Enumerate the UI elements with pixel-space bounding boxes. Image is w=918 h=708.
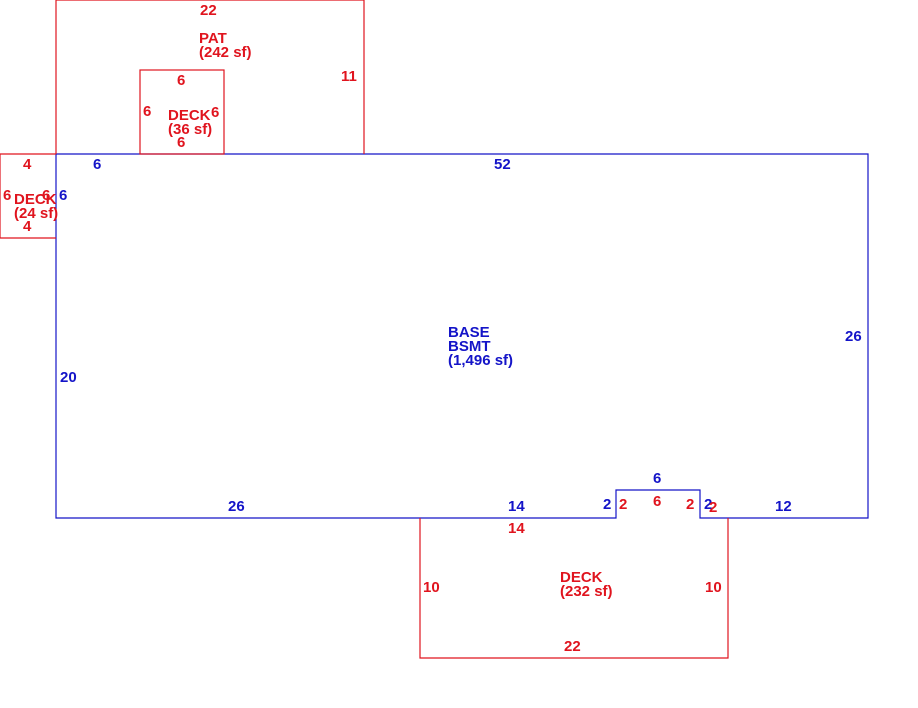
- patio-dim-right: 11: [341, 68, 357, 85]
- deck-bottom-notch-right-b: 2: [709, 499, 717, 516]
- patio-dim-top: 22: [200, 2, 217, 19]
- deck-top-dim-left: 6: [143, 103, 151, 120]
- base-dim-bottom-left: 26: [228, 498, 245, 515]
- deck-top-name: DECK: [168, 107, 211, 124]
- deck-left-name: DECK: [14, 191, 57, 208]
- deck-top-dim-bottom: 6: [177, 134, 185, 151]
- deck-bottom-area: (232 sf): [560, 583, 613, 600]
- deck-left-area: (24 sf): [14, 205, 58, 222]
- patio-name: PAT: [199, 30, 227, 47]
- base-dim-bottom-right: 12: [775, 498, 792, 515]
- deck-top-dim-top: 6: [177, 72, 185, 89]
- base-dim-notch-right: 2: [704, 496, 712, 513]
- base-dim-bottom-mid: 14: [508, 498, 525, 515]
- base-dim-left: 20: [60, 369, 77, 386]
- base-name-line1: BASE: [448, 324, 490, 341]
- deck-bottom-dim-left: 10: [423, 579, 440, 596]
- deck-top-dim-right: 6: [211, 104, 219, 121]
- deck-bottom-notch-mid: 6: [653, 493, 661, 510]
- deck-top-outline: [139, 69, 225, 155]
- deck-left-dim-top: 4: [23, 156, 32, 173]
- base-name-line2: BSMT: [448, 338, 491, 355]
- base-dim-top: 52: [494, 156, 511, 173]
- base-dim-notch-top: 6: [653, 470, 661, 487]
- deck-left-dim-bottom: 4: [23, 218, 32, 235]
- base-dim-deck-left-side: 6: [59, 187, 67, 204]
- deck-bottom-notch-right-a: 2: [686, 496, 694, 513]
- deck-left-outline: [0, 153, 56, 239]
- deck-bottom-dim-right: 10: [705, 579, 722, 596]
- deck-bottom-dim-bottom: 22: [564, 638, 581, 655]
- deck-left-dim-left: 6: [3, 187, 11, 204]
- base-dim-notch-left: 2: [603, 496, 611, 513]
- deck-bottom-notch-left: 2: [619, 496, 627, 513]
- base-bsmt-outline: [55, 153, 869, 519]
- base-dim-right: 26: [845, 328, 862, 345]
- deck-bottom-name: DECK: [560, 569, 603, 586]
- deck-top-area: (36 sf): [168, 121, 212, 138]
- patio-outline: [55, 0, 365, 154]
- deck-bottom-outline: [419, 518, 729, 659]
- base-dim-top-left: 6: [93, 156, 101, 173]
- patio-area: (242 sf): [199, 44, 252, 61]
- deck-left-dim-right: 6: [42, 187, 50, 204]
- deck-bottom-dim-top: 14: [508, 520, 525, 537]
- base-area: (1,496 sf): [448, 352, 513, 369]
